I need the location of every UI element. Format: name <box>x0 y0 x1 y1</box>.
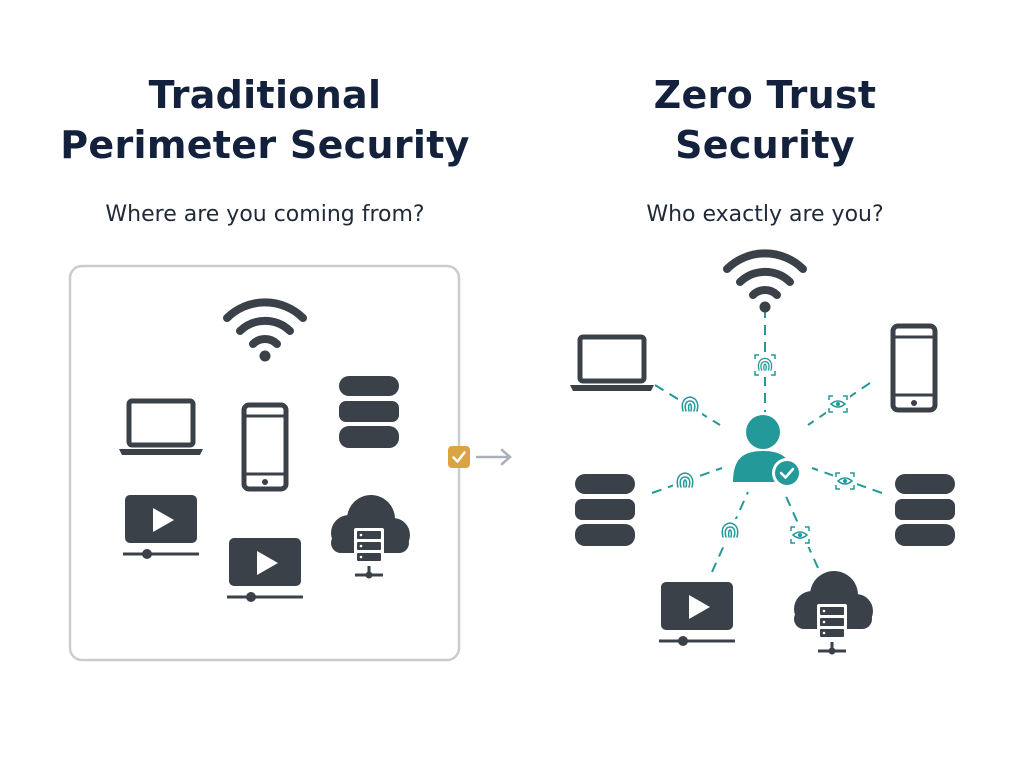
zero-trust-title: Zero Trust Security <box>540 70 990 170</box>
cloud-server-icon <box>792 569 875 656</box>
database-icon <box>574 473 636 547</box>
smartphone-icon <box>893 326 935 410</box>
smartphone-icon <box>244 405 286 489</box>
laptop-icon <box>570 337 654 391</box>
perimeter-boundary <box>68 264 461 662</box>
check-badge <box>448 446 470 468</box>
traditional-title-line1: Traditional <box>148 73 382 117</box>
left-icons <box>119 302 412 604</box>
zero-trust-title-line1: Zero Trust <box>653 73 877 117</box>
traditional-title: Traditional Perimeter Security <box>40 70 490 170</box>
wifi-icon <box>727 253 803 312</box>
arrow-right-icon <box>475 448 512 466</box>
laptop-icon <box>119 401 203 455</box>
transition-badge <box>448 446 512 468</box>
video-player-icon <box>121 493 201 561</box>
wifi-icon <box>227 302 303 361</box>
check-icon <box>452 451 466 463</box>
traditional-title-line2: Perimeter Security <box>60 123 470 167</box>
verified-user-icon <box>733 415 802 488</box>
verification-icons <box>676 354 855 544</box>
zero-trust-subtitle: Who exactly are you? <box>646 202 884 227</box>
video-player-icon <box>657 580 737 648</box>
zero-trust-title-line2: Security <box>675 123 855 167</box>
database-icon <box>894 473 956 547</box>
video-player-icon <box>225 536 305 604</box>
cloud-server-icon <box>329 493 412 580</box>
traditional-subtitle: Where are you coming from? <box>105 202 425 227</box>
fingerprint-scan-icon <box>754 354 776 376</box>
database-icon <box>338 375 400 449</box>
